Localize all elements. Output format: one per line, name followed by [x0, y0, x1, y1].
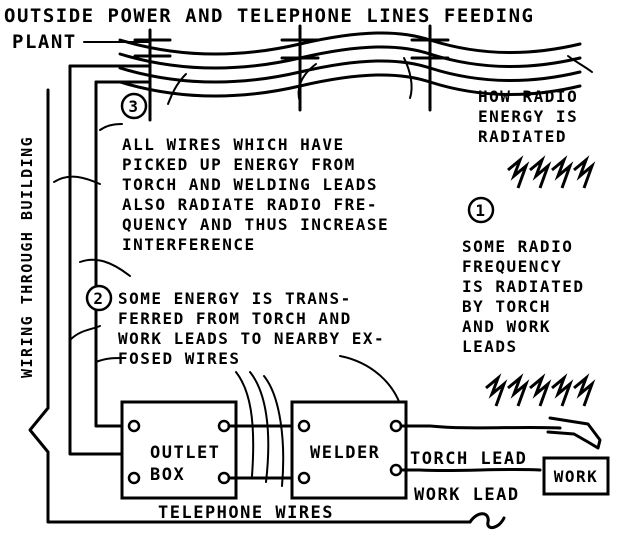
note-3-number: 3	[128, 97, 139, 116]
outlet-box-label-1: OUTLET	[150, 443, 220, 463]
note-2-line-2: FERRED FROM TORCH AND	[118, 309, 352, 328]
telephone-wires-label: TELEPHONE WIRES	[158, 503, 334, 523]
diagram-title-line2: PLANT	[12, 31, 77, 53]
note-2: 2 SOME ENERGY IS TRANS- FERRED FROM TORC…	[69, 284, 403, 411]
note-1-line-3: IS RADIATED	[462, 277, 584, 296]
note-2-number: 2	[93, 289, 104, 308]
work-lead-label: WORK LEAD	[414, 485, 520, 505]
outlet-box: OUTLET BOX	[120, 400, 238, 500]
building-wiring	[28, 64, 472, 524]
note-3-line-2: PICKED UP ENERGY FROM	[122, 155, 356, 174]
welder-label: WELDER	[310, 443, 380, 463]
note-2-line-4: FOSED WIRES	[118, 349, 240, 368]
outlet-box-label-2: BOX	[150, 465, 185, 485]
pole-drop-wires	[167, 55, 593, 105]
utility-pole-left	[133, 28, 172, 122]
how-radiated-line-3: RADIATED	[478, 127, 567, 146]
note-1-line-4: BY TORCH	[462, 297, 551, 316]
wiring-through-building-label: WIRING THROUGH BUILDING	[18, 136, 36, 378]
how-radiated-line-1: HOW RADIO	[478, 87, 578, 106]
how-radiated-line-2: ENERGY IS	[478, 107, 578, 126]
torch-lead-label: TORCH LEAD	[410, 449, 527, 469]
note-1-line-5: AND WORK	[462, 317, 551, 336]
radio-waves-lower-icon	[485, 373, 596, 407]
note-1: 1 SOME RADIO FREQUENCY IS RADIATED BY TO…	[462, 196, 584, 356]
note-1-number: 1	[475, 201, 486, 220]
work-label: WORK	[554, 467, 599, 486]
note-3-line-6: INTERFERENCE	[122, 235, 256, 254]
note-3-line-3: TORCH AND WELDING LEADS	[122, 175, 378, 194]
note-1-line-1: SOME RADIO	[462, 237, 573, 256]
how-radiated: HOW RADIO ENERGY IS RADIATED	[478, 87, 578, 146]
note-2-line-3: WORK LEADS TO NEARBY EX-	[118, 329, 385, 348]
utility-pole-right	[410, 24, 450, 112]
diagram-title-line1: OUTSIDE POWER AND TELEPHONE LINES FEEDIN…	[4, 5, 535, 27]
leads	[399, 416, 602, 473]
note-3-line-5: QUENCY AND THUS INCREASE	[122, 215, 389, 234]
welder: WELDER	[290, 400, 408, 500]
note-3: 3 ALL WIRES WHICH HAVE PICKED UP ENERGY …	[53, 92, 389, 277]
note-2-line-1: SOME ENERGY IS TRANS-	[118, 289, 352, 308]
note-1-line-2: FREQUENCY	[462, 257, 562, 276]
note-3-line-4: ALSO RADIATE RADIO FRE-	[122, 195, 378, 214]
telephone-wire-coil	[468, 512, 506, 529]
overhead-lines	[83, 31, 582, 98]
radio-waves-icon	[507, 155, 596, 189]
work-piece: WORK	[542, 456, 610, 496]
note-3-line-1: ALL WIRES WHICH HAVE	[122, 135, 345, 154]
utility-pole-middle	[280, 24, 320, 112]
outlet-welder-wires	[227, 371, 294, 487]
note-1-line-6: LEADS	[462, 337, 518, 356]
